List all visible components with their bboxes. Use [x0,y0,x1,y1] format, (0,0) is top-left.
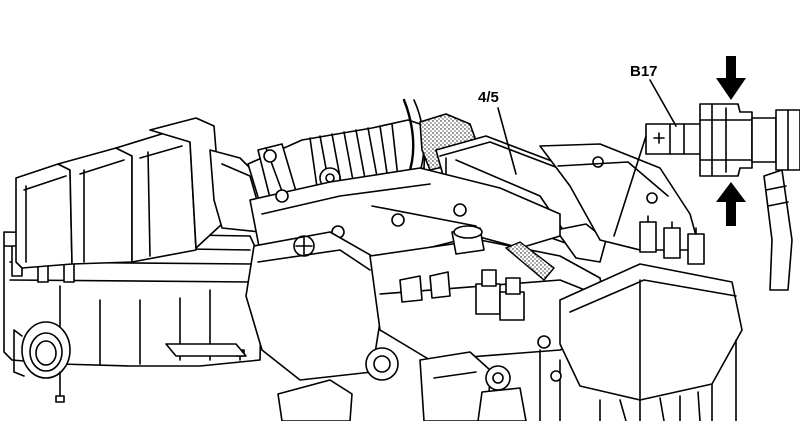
leader-line-sensor-to-engine [613,135,647,237]
engine-valve-cover [245,143,701,381]
callout-assembly-label: 4/5 [478,89,499,106]
down-arrow-icon [716,56,746,100]
callout-sensor-label: B17 [630,63,658,80]
air-filter-housing [3,117,271,403]
leader-line-assembly [497,107,517,175]
up-arrow-icon [716,182,746,226]
lower-components [165,335,562,421]
connector-detail [645,103,800,291]
leader-line-sensor [649,79,677,127]
fuel-rail-assembly [369,215,743,421]
